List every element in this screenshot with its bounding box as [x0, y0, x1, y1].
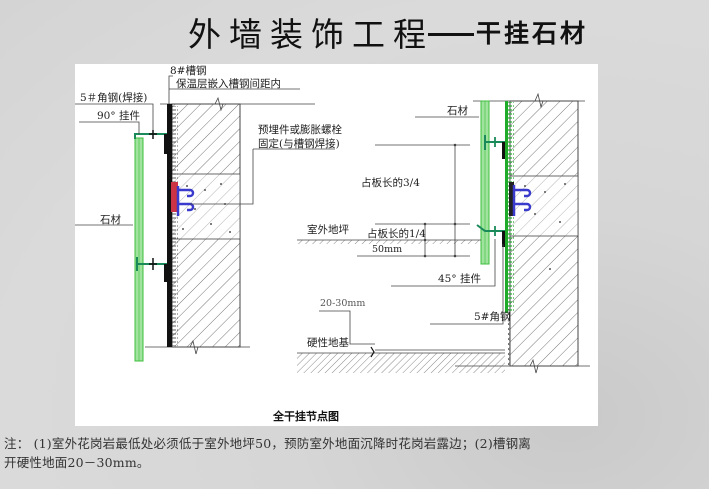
label-angle-steel-right: 5#角钢	[474, 311, 511, 323]
title-main: 外墙装饰工程	[188, 15, 434, 54]
label-outdoor-ground: 室外地坪	[307, 224, 349, 236]
footnote: 注： (1)室外花岗岩最低处必须低于室外地坪50，预防室外地面沉降时花岗岩露边；…	[4, 434, 708, 472]
footnote-line-2: 开硬性地面20－30mm。	[4, 455, 150, 470]
label-stone-left: 石材	[100, 214, 121, 226]
slide-title: 外墙装饰工程 干挂石材	[188, 8, 618, 56]
right-detail	[297, 92, 590, 374]
footnote-line-1: 注： (1)室外花岗岩最低处必须低于室外地坪50，预防室外地面沉降时花岗岩露边；…	[4, 436, 531, 451]
label-embedded-1: 预埋件或膨胀螺栓	[258, 124, 342, 136]
label-hard-base: 硬性地基	[307, 337, 349, 349]
label-dim-50: 50mm	[372, 244, 403, 255]
diagram-panel: 8#槽钢 保温层嵌入槽钢间距内 5＃角钢(焊接) 90° 挂件 预埋件或膨胀螺栓…	[75, 64, 598, 426]
label-angle-steel-left: 5＃角钢(焊接)	[80, 92, 148, 104]
label-hanger-45: 45° 挂件	[438, 273, 481, 285]
title-dash	[428, 32, 474, 36]
label-stone-right: 石材	[447, 105, 468, 117]
dry-hang-stone-diagram	[75, 75, 590, 374]
label-channel-steel: 8#槽钢	[170, 65, 207, 77]
title-sub: 干挂石材	[476, 19, 589, 48]
label-insulation: 保温层嵌入槽钢间距内	[176, 78, 281, 90]
diagram-caption: 全干挂节点图	[273, 410, 339, 423]
label-dim-gap: 20-30mm	[320, 298, 366, 309]
label-three-quarter: 占板长的3/4	[361, 177, 420, 189]
left-detail	[75, 75, 335, 362]
label-hanger-90: 90° 挂件	[97, 110, 140, 122]
label-one-quarter: 占板长的1/4	[367, 228, 426, 240]
label-embedded-2: 固定(与槽钢焊接)	[258, 138, 340, 150]
